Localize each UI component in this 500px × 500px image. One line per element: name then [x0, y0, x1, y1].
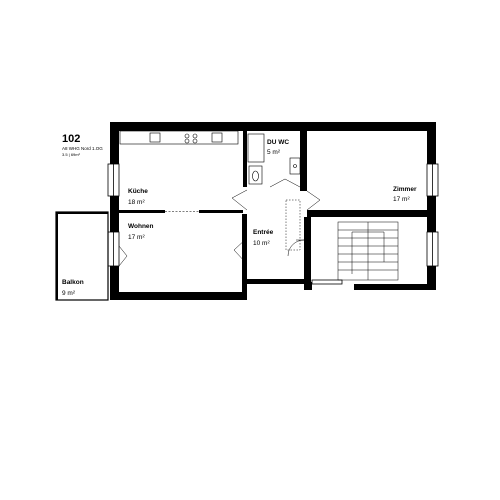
oven [211, 132, 223, 143]
kitchen-counter [119, 130, 239, 145]
entree-closet [285, 199, 301, 251]
stove-ring-4 [192, 138, 198, 144]
wall-bottom-left [110, 292, 247, 300]
wall-kueche-wohnen-right [199, 210, 243, 213]
door-kueche [231, 189, 248, 211]
counter [119, 130, 239, 145]
window-stair-bottom [311, 279, 343, 285]
door-bath [269, 178, 301, 188]
washbasin [289, 157, 301, 175]
stove-ring-1 [184, 133, 190, 139]
wall-wohnen-right [242, 214, 247, 294]
windows [107, 163, 439, 285]
wall-right-upper [427, 122, 436, 164]
wall-right-lower [427, 266, 436, 290]
wall-kueche-wohnen-left [119, 210, 165, 213]
room-name-kueche: Küche [128, 188, 148, 195]
room-area-kueche: 18 m² [128, 199, 145, 206]
room-area-balkon: 9 m² [62, 290, 75, 297]
wall-bottom-stair [354, 284, 436, 290]
stair-arrow [351, 231, 385, 274]
unit-line2: 3.5 | 69m² [62, 152, 80, 157]
wall-bath-right [300, 131, 307, 191]
door-wohnen [233, 237, 248, 265]
balcony-outline [55, 211, 109, 301]
staircase [337, 221, 399, 281]
wall-stair-left [304, 217, 311, 282]
stove-ring-2 [192, 133, 198, 139]
outer-walls [110, 122, 436, 300]
room-name-zimmer: Zimmer [393, 186, 417, 193]
wall-top [110, 122, 436, 131]
room-name-entree: Entrée [253, 229, 274, 236]
stair-treads [338, 229, 398, 271]
closet [285, 199, 301, 251]
room-area-entree: 10 m² [253, 240, 270, 247]
room-area-duwc: 5 m² [267, 149, 280, 156]
balcony [55, 211, 109, 301]
sink [149, 132, 161, 143]
wall-left-upper [110, 122, 119, 164]
room-name-wohnen: Wohnen [128, 223, 154, 230]
room-name-balkon: Balkon [62, 279, 84, 286]
wall-bottom-entree [244, 279, 310, 284]
wall-left-lower [110, 266, 119, 300]
wall-left-middle [110, 196, 119, 232]
room-area-wohnen: 17 m² [128, 234, 145, 241]
interior-walls [119, 131, 427, 294]
room-area-zimmer: 17 m² [393, 196, 410, 203]
wall-bath-left [243, 131, 247, 187]
unit-line1: A8 WHG Nord 1.OG [62, 146, 103, 151]
unit-number: 102 [62, 133, 81, 145]
room-name-duwc: DU WC [267, 139, 290, 146]
stove-ring-3 [184, 138, 190, 144]
doors [118, 178, 321, 267]
wall-zimmer-bottom [307, 210, 427, 217]
toilet-bowl [252, 170, 259, 182]
wall-bottom-stair-left [304, 282, 312, 290]
shower [247, 133, 265, 163]
door-entree-main [287, 239, 305, 257]
door-balkon [118, 245, 128, 267]
wall-right-middle [427, 196, 436, 232]
door-zimmer [306, 190, 321, 211]
toilet-box [248, 165, 263, 185]
bathroom-fixtures [247, 133, 301, 185]
washbasin-drain [293, 164, 297, 168]
